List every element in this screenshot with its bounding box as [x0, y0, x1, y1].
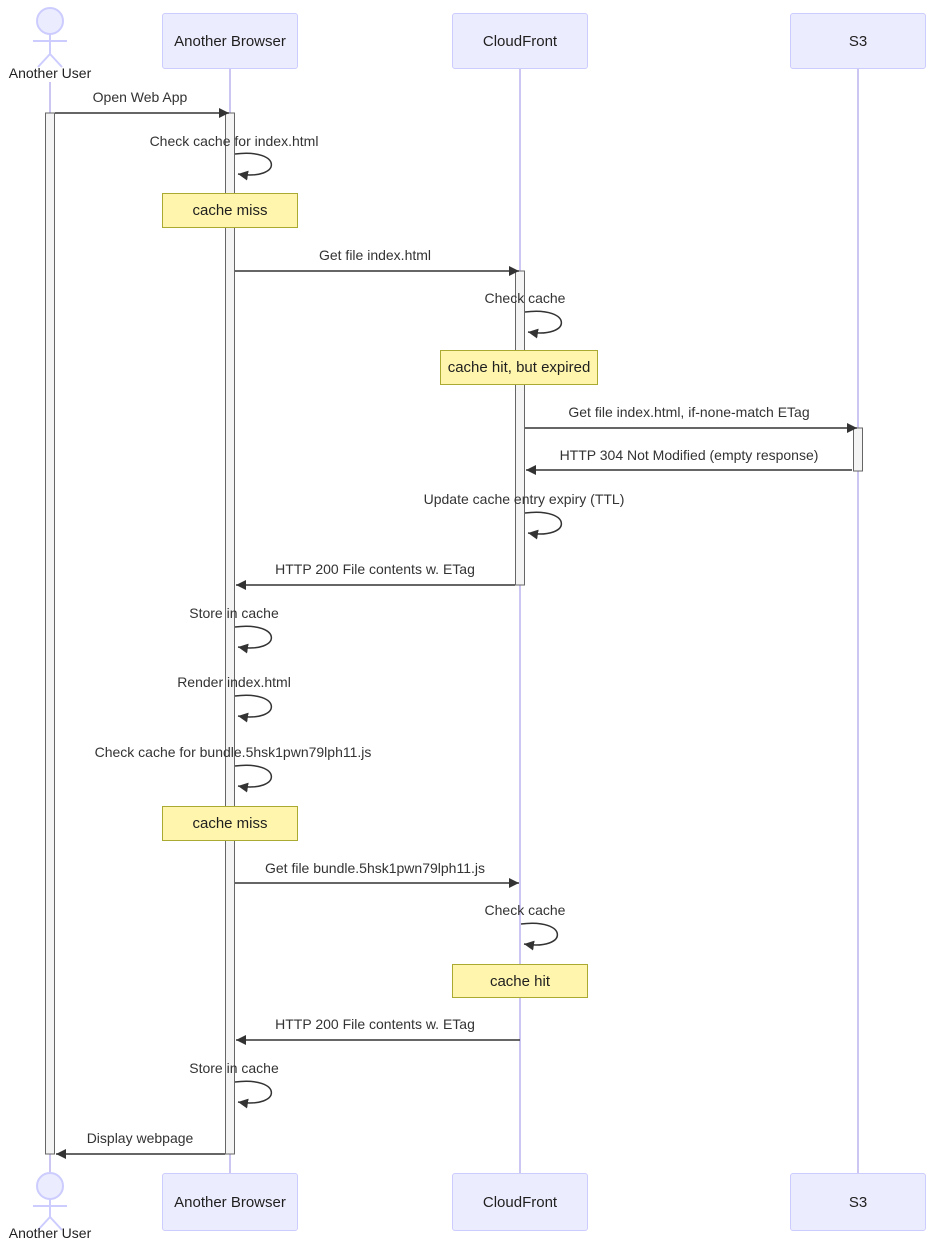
self-loop-check-cache-bundle — [234, 764, 273, 793]
note-cache-miss-1: cache miss — [162, 193, 298, 228]
actor-label-another-user-top: Another User — [8, 65, 92, 81]
message-label-check-cache-index: Check cache for index.html — [149, 133, 319, 149]
activation-bar-another-browser — [225, 112, 235, 1155]
participant-box-another-browser-bottom: Another Browser — [162, 1173, 298, 1231]
message-label-http-200-index: HTTP 200 File contents w. ETag — [275, 561, 475, 577]
participant-box-another-browser-top: Another Browser — [162, 13, 298, 69]
actor-icon — [33, 7, 67, 68]
self-loop-update-ttl — [524, 511, 563, 540]
self-loop-store-in-cache-1 — [234, 625, 273, 654]
message-label-open-web-app: Open Web App — [92, 89, 188, 105]
activation-bar-cloudfront — [515, 270, 525, 586]
message-label-store-in-cache-1: Store in cache — [189, 605, 279, 621]
self-loop-check-cache-1 — [524, 310, 563, 339]
actor-icon — [33, 1172, 67, 1231]
message-label-get-file-inm: Get file index.html, if-none-match ETag — [568, 404, 810, 420]
message-label-render-index: Render index.html — [177, 674, 291, 690]
message-label-check-cache-1: Check cache — [484, 290, 566, 306]
message-label-http-200-bundle: HTTP 200 File contents w. ETag — [275, 1016, 475, 1032]
self-loop-check-cache-2 — [520, 922, 559, 951]
participant-box-cloudfront-top: CloudFront — [452, 13, 588, 69]
message-label-store-in-cache-2: Store in cache — [189, 1060, 279, 1076]
participant-box-s3-bottom: S3 — [790, 1173, 926, 1231]
note-cache-hit-but-expired: cache hit, but expired — [440, 350, 598, 385]
participant-box-s3-top: S3 — [790, 13, 926, 69]
message-label-update-ttl: Update cache entry expiry (TTL) — [423, 491, 625, 507]
message-label-check-cache-bundle: Check cache for bundle.5hsk1pwn79lph11.j… — [94, 744, 372, 760]
message-label-get-file-bundle: Get file bundle.5hsk1pwn79lph11.js — [264, 860, 486, 876]
message-label-display-webpage: Display webpage — [86, 1130, 194, 1146]
participant-box-cloudfront-bottom: CloudFront — [452, 1173, 588, 1231]
self-loop-check-cache-index — [234, 152, 273, 181]
self-loop-render-index — [234, 694, 273, 723]
note-cache-miss-2: cache miss — [162, 806, 298, 841]
self-loop-store-in-cache-2 — [234, 1080, 273, 1109]
message-label-check-cache-2: Check cache — [484, 902, 566, 918]
message-label-http-304: HTTP 304 Not Modified (empty response) — [559, 447, 819, 463]
message-label-get-file-index: Get file index.html — [318, 247, 432, 263]
activation-bar-s3 — [853, 427, 863, 472]
note-cache-hit: cache hit — [452, 964, 588, 998]
actor-label-another-user-bottom: Another User — [8, 1225, 92, 1241]
activation-bar-another-user — [45, 112, 55, 1155]
